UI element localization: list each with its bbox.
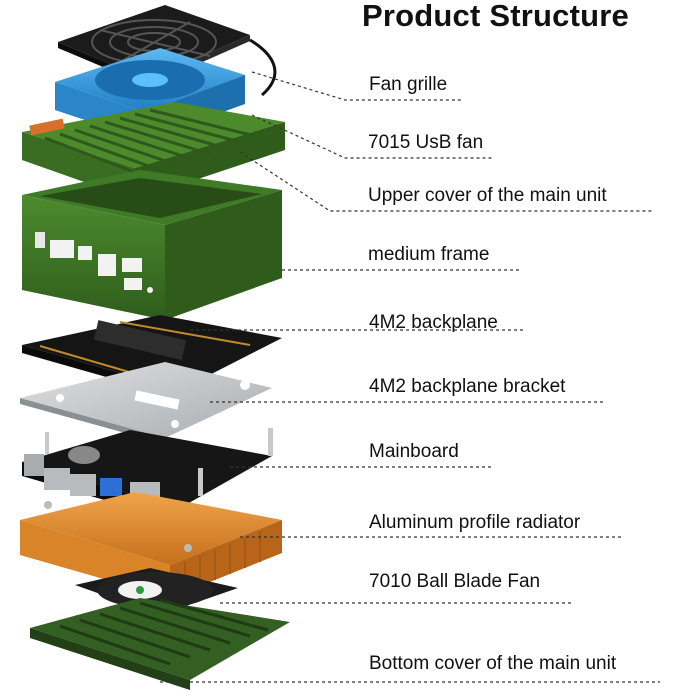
medium-frame xyxy=(22,170,282,320)
label-upper-cover: Upper cover of the main unit xyxy=(368,185,607,206)
bottom-cover xyxy=(30,598,290,690)
leader-usb-fan xyxy=(251,114,492,159)
leader-fan-grille xyxy=(251,71,462,101)
label-bottom-cover: Bottom cover of the main unit xyxy=(369,653,617,674)
leader-lines xyxy=(160,71,660,683)
ball-blade-fan-7010 xyxy=(75,568,238,615)
label-backplane-bracket: 4M2 backplane bracket xyxy=(369,376,566,397)
label-fan-grille: Fan grille xyxy=(369,74,448,95)
label-usb-fan: 7015 UsB fan xyxy=(368,132,484,153)
label-mainboard: Mainboard xyxy=(369,441,459,462)
diagram-title: Product Structure xyxy=(362,0,629,33)
label-radiator: Aluminum profile radiator xyxy=(369,512,581,533)
label-backplane: 4M2 backplane xyxy=(369,312,498,333)
label-ball-blade-fan: 7010 Ball Blade Fan xyxy=(369,571,541,592)
label-medium-frame: medium frame xyxy=(368,244,490,265)
backplane-bracket xyxy=(20,362,272,444)
